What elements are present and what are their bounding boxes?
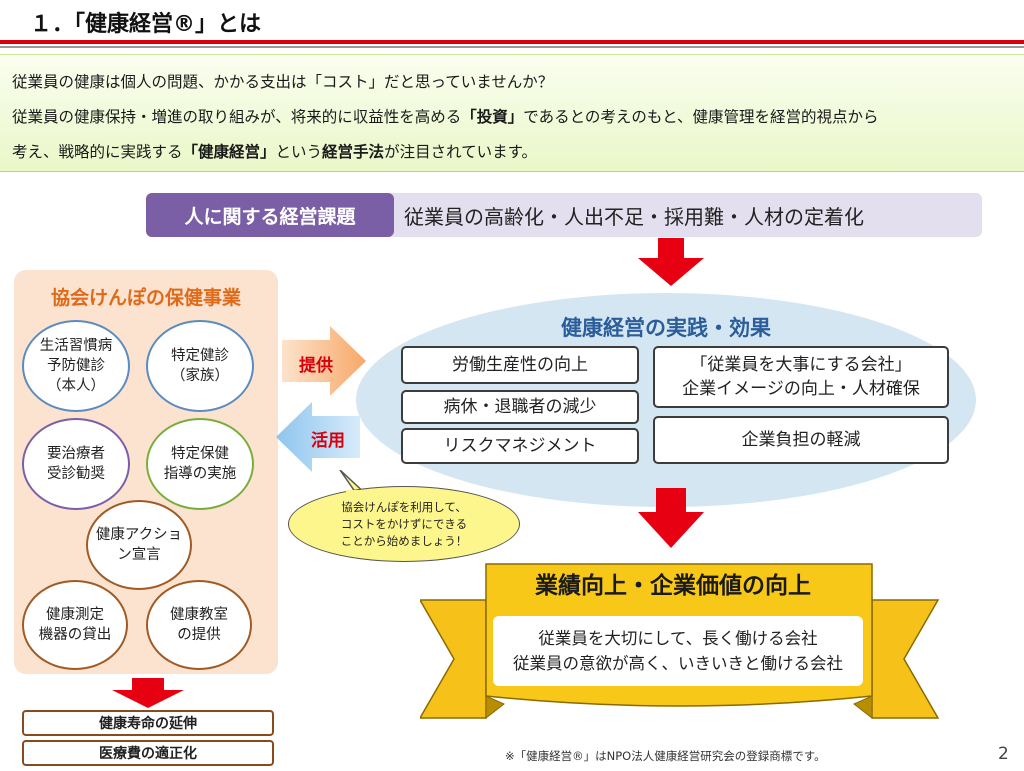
title-gray-divider <box>0 46 1024 48</box>
practice-title: 健康経営の実践・効果 <box>561 316 771 340</box>
intro-panel: 従業員の健康は個人の問題、かかる支出は「コスト」だと思っていませんか？ 従業員の… <box>0 54 1024 172</box>
arrow-right-icon <box>282 326 366 396</box>
outcome-medical-cost: 医療費の適正化 <box>22 740 274 766</box>
circle-lifestyle-checkup: 生活習慣病 予防健診 （本人） <box>22 320 130 412</box>
circle-health-guidance: 特定保健 指導の実施 <box>146 418 254 510</box>
result-line-2: 従業員の意欲が高く、いきいきと働ける会社 <box>513 654 843 673</box>
circle-specific-checkup: 特定健診 （家族） <box>146 320 254 412</box>
arrow-down-icon <box>638 488 704 548</box>
circle-health-action-declaration: 健康アクショ ン宣言 <box>86 500 192 590</box>
circle-equipment-lending: 健康測定 機器の貸出 <box>22 580 128 670</box>
intro-line-2: 従業員の健康保持・増進の取り組みが、将来的に収益性を高める「投資」であるとの考え… <box>12 108 879 126</box>
issue-text: 従業員の高齢化・人出不足・採用難・人材の定着化 <box>404 204 864 229</box>
arrow-utilize-label: 活用 <box>311 431 345 451</box>
outcome-healthy-life: 健康寿命の延伸 <box>22 710 274 736</box>
intro-line-1: 従業員の健康は個人の問題、かかる支出は「コスト」だと思っていませんか？ <box>12 73 554 91</box>
result-box: 従業員を大切にして、長く働ける会社 従業員の意欲が高く、いきいきと働ける会社 <box>493 616 863 686</box>
issue-label: 人に関する経営課題 <box>146 193 394 237</box>
bubble-tail-mask <box>346 490 366 496</box>
arrow-down-icon <box>112 678 184 708</box>
title-red-divider <box>0 40 1024 44</box>
circle-treatment-recommendation: 要治療者 受診勧奨 <box>22 418 130 510</box>
effect-risk-management: リスクマネジメント <box>401 428 639 464</box>
page-title: １．「健康経営®」とは <box>30 12 262 37</box>
effect-corporate-image: 「従業員を大事にする会社」 企業イメージの向上・人材確保 <box>653 346 949 408</box>
effect-productivity: 労働生産性の向上 <box>401 346 639 384</box>
result-line-1: 従業員を大切にして、長く働ける会社 <box>538 629 818 648</box>
arrow-left-icon <box>276 402 360 472</box>
intro-line-3: 考え、戦略的に実践する「健康経営」という経営手法が注目されています。 <box>12 143 538 161</box>
kyokai-panel-title: 協会けんぽの保健事業 <box>50 287 241 309</box>
arrow-down-icon <box>638 238 704 286</box>
arrow-provide-label: 提供 <box>299 356 333 376</box>
effect-cost-reduction: 企業負担の軽減 <box>653 416 949 464</box>
result-title: 業績向上・企業価値の向上 <box>535 573 811 599</box>
trademark-footnote: ※「健康経営®」はNPO法人健康経営研究会の登録商標です。 <box>505 749 826 763</box>
page-number: 2 <box>998 744 1009 764</box>
advice-bubble: 協会けんぽを利用して、 コストをかけずにできる ことから始めましょう！ <box>288 486 520 562</box>
circle-health-class: 健康教室 の提供 <box>146 580 252 670</box>
effect-absence-reduction: 病休・退職者の減少 <box>401 390 639 424</box>
